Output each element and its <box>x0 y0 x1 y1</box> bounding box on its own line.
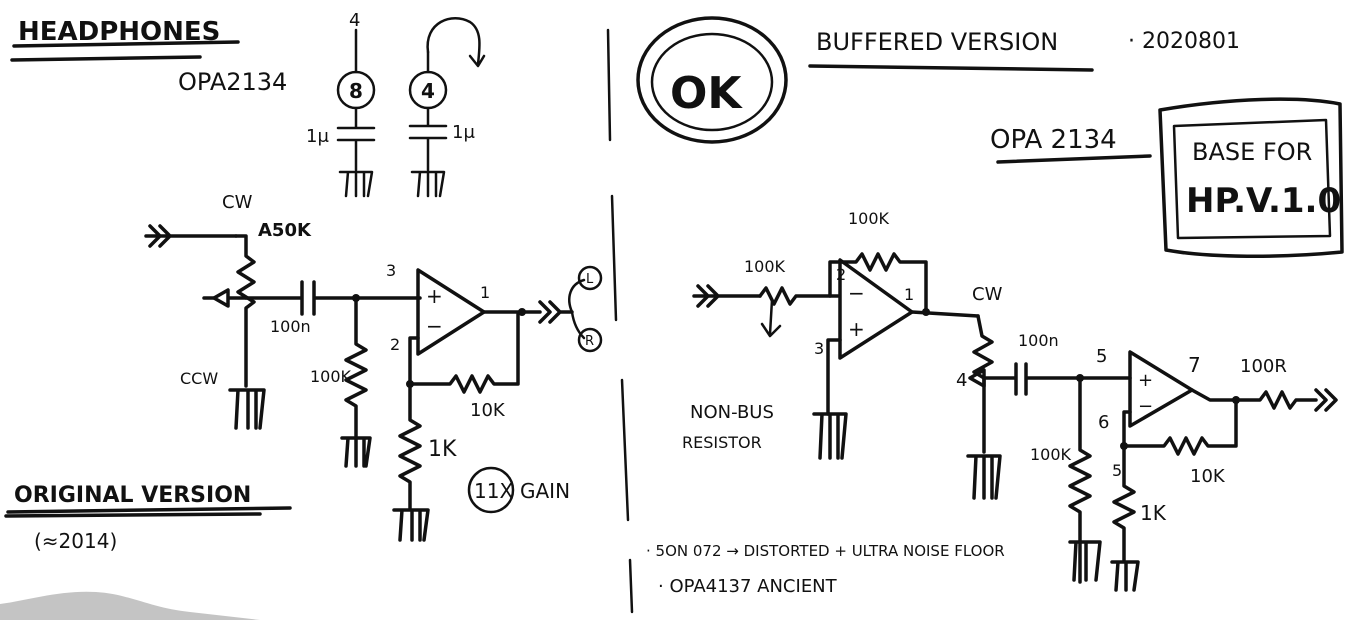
buffer-pin-plus: 3 <box>814 339 824 358</box>
buffer-pin-in: 2 <box>836 265 846 284</box>
pot-cw-label-right: CW <box>972 284 1003 305</box>
output-opamp-minus: − <box>1138 396 1153 417</box>
base-box-line1: BASE FOR <box>1192 138 1312 166</box>
coupling-cap-label: 100n <box>270 317 311 336</box>
gnd-resistor-label: 1K <box>428 437 457 462</box>
power-decoupling: 4 8 1μ 4 1μ <box>306 10 486 198</box>
ok-stamp: OK <box>636 16 788 144</box>
bias-resistor-label: 100K <box>310 367 352 386</box>
output-jack-icon <box>1314 388 1338 412</box>
gain-circle-label: 11X <box>474 479 513 503</box>
output-gnd-resistor: 1K <box>1140 501 1167 525</box>
power-pin-a: 8 <box>349 79 363 103</box>
output-right-label: R <box>585 334 594 349</box>
original-version-note: (≈2014) <box>34 529 117 553</box>
note-opa4137: · OPA4137 ANCIENT <box>658 576 838 597</box>
scan-shadow <box>0 591 260 620</box>
gain-word-label: GAIN <box>520 479 570 503</box>
original-version-title: ORIGINAL VERSION <box>14 483 251 508</box>
right-title: BUFFERED VERSION <box>816 28 1058 56</box>
right-chip-label: OPA 2134 <box>990 125 1117 155</box>
buffer-feedback-label: 100K <box>848 209 890 228</box>
output-pin-plus: 5 <box>1096 346 1107 367</box>
output-stage: CW 4 100n 100K + − 5 6 7 10K 5 1K <box>956 284 1338 592</box>
opamp-plus: + <box>426 284 443 308</box>
right-page: OK BUFFERED VERSION · 2020801 OPA 2134 B… <box>636 16 1344 597</box>
ground-icon <box>410 170 446 198</box>
ground-icon <box>966 454 1002 500</box>
left-page: HEADPHONES OPA2134 4 8 1μ 4 1μ CW A50K C… <box>4 10 603 553</box>
pin-plus-label: 3 <box>386 261 396 280</box>
non-bus-note: NON-BUS <box>690 402 774 423</box>
output-gnd-pin: 5 <box>1112 461 1122 480</box>
headphone-opamp: + − 3 2 1 10K 1K L R <box>386 261 603 542</box>
output-jack-icon <box>538 300 574 324</box>
buffer-minus: − <box>848 281 865 305</box>
power-pin-b: 4 <box>421 79 435 103</box>
output-opamp-plus: + <box>1138 370 1153 391</box>
input-network: 100n 100K <box>244 280 422 468</box>
ground-icon <box>338 170 374 198</box>
buffer-plus: + <box>848 317 865 341</box>
buffer-pin-out: 1 <box>904 285 914 304</box>
pot-ccw-label: CCW <box>180 369 218 388</box>
resistor-note: RESISTOR <box>682 433 762 452</box>
input-jack-icon <box>692 284 762 308</box>
power-cap-a: 1μ <box>306 126 329 147</box>
volume-pot: CW A50K CCW <box>144 192 312 430</box>
base-version-box: BASE FOR HP.V.1.0 <box>1158 97 1344 259</box>
ground-icon <box>812 412 848 460</box>
opamp-minus: − <box>426 314 443 338</box>
right-date: · 2020801 <box>1128 29 1240 54</box>
pin-out-label: 1 <box>480 283 490 302</box>
ground-icon <box>392 508 430 542</box>
pot-pin-label: 4 <box>956 370 967 391</box>
pot-value-label: A50K <box>258 220 312 241</box>
note-tl072: · 5ON 072 → DISTORTED + ULTRA NOISE FLOO… <box>646 542 1005 560</box>
ground-icon <box>1110 560 1140 592</box>
output-left-label: L <box>586 272 594 287</box>
power-pin-top: 4 <box>349 10 360 31</box>
feedback-resistor-label: 10K <box>470 400 506 421</box>
input-resistor-label: 100K <box>744 257 786 276</box>
ground-icon <box>228 388 266 430</box>
page-divider <box>606 28 634 614</box>
gain-circle <box>467 466 515 514</box>
output-series-resistor: 100R <box>1240 356 1287 377</box>
left-chip-label: OPA2134 <box>178 68 287 96</box>
output-bias-label: 100K <box>1030 445 1072 464</box>
wiper-arrow-icon <box>212 288 248 308</box>
ground-icon <box>1068 540 1102 582</box>
input-jack-icon <box>144 224 238 248</box>
output-feedback-label: 10K <box>1190 466 1226 487</box>
input-buffer-stage: 100K NON-BUS RESISTOR − + 2 3 1 100K <box>682 209 980 460</box>
ok-stamp-label: OK <box>670 68 743 119</box>
ground-icon <box>340 436 372 468</box>
pin-minus-label: 2 <box>390 335 400 354</box>
output-pin-out: 7 <box>1188 353 1201 377</box>
pot-cw-label: CW <box>222 192 253 213</box>
output-pin-minus: 6 <box>1098 412 1109 433</box>
base-box-line2: HP.V.1.0 <box>1186 181 1341 221</box>
output-cap-label: 100n <box>1018 331 1059 350</box>
power-cap-b: 1μ <box>452 122 475 143</box>
